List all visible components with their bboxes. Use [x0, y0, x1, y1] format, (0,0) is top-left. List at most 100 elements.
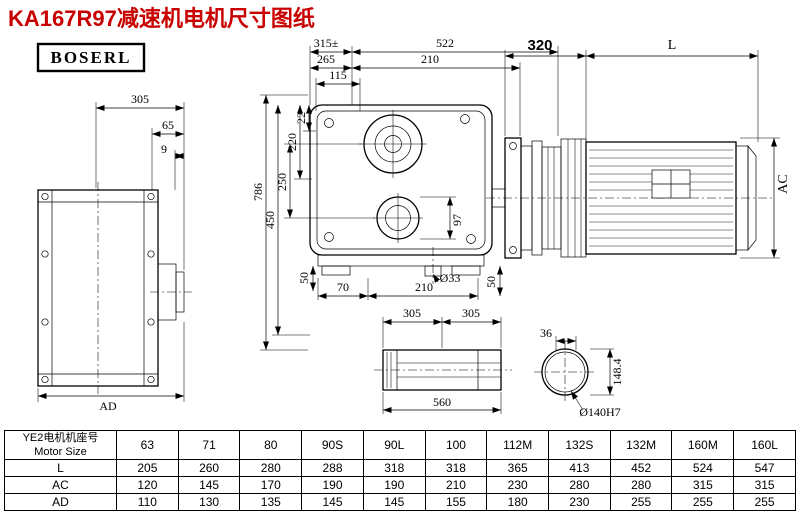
col-header: 112M — [486, 430, 550, 460]
row-label: AC — [4, 476, 117, 494]
shaft-view — [374, 341, 596, 403]
dim-shaft-148: 148.4 — [590, 348, 624, 396]
cell: 280 — [548, 476, 611, 494]
cell: 145 — [362, 493, 426, 511]
table-row-L: L 205 260 280 288 318 318 365 413 452 52… — [4, 459, 796, 477]
cell: 130 — [177, 493, 241, 511]
technical-drawing: BOSERL 305 65 9 — [36, 36, 791, 419]
cell: 145 — [301, 493, 364, 511]
col-header: 132M — [609, 430, 673, 460]
front-view — [309, 104, 493, 284]
dim-label-210-top: 210 — [421, 52, 439, 66]
dim-label-220: 220 — [285, 133, 299, 151]
dim-front-210-bottom: 210 — [368, 278, 479, 300]
cell: 210 — [424, 476, 488, 494]
dim-front-115: 115 — [315, 68, 361, 111]
dim-shaft-560: 560 — [382, 392, 502, 414]
cell: 260 — [177, 459, 241, 477]
dim-side-AD: AD — [37, 322, 185, 413]
dim-label-97: 97 — [450, 214, 464, 226]
dim-front-315: 315± — [309, 36, 353, 105]
cell: 135 — [239, 493, 303, 511]
dim-side-9: 9 — [161, 142, 184, 190]
dim-shaft-305-right: 305 — [442, 306, 502, 348]
dim-motor-L: L — [586, 38, 759, 142]
col-header: 132S — [548, 430, 611, 460]
table-header-row: YE2电机机座号 Motor Size 63 71 80 90S 90L 100… — [4, 430, 796, 460]
dim-label-33: Ø33 — [440, 271, 461, 285]
col-header: 160L — [733, 430, 796, 460]
cell: 318 — [424, 459, 488, 477]
dim-label-AD: AD — [99, 399, 117, 413]
motor-size-header-cn: YE2电机机座号 — [22, 432, 99, 444]
dim-motor-AC: AC — [740, 137, 791, 259]
row-label: L — [4, 459, 117, 477]
table-row-AC: AC 120 145 170 190 190 210 230 280 280 3… — [4, 476, 796, 494]
dim-label-AC: AC — [776, 174, 791, 193]
cell: 255 — [733, 493, 796, 511]
logo-box: BOSERL — [36, 42, 146, 73]
dim-front-97: 97 — [420, 196, 464, 240]
cell: 180 — [486, 493, 550, 511]
dim-side-65: 65 — [151, 118, 184, 190]
cell: 365 — [486, 459, 550, 477]
dim-label-210-bottom: 210 — [415, 280, 433, 294]
dim-front-786: 786 — [251, 94, 308, 351]
dim-shaft-140: Ø140H7 — [570, 390, 621, 419]
col-header: 160M — [671, 430, 735, 460]
motor-size-header-en: Motor Size — [34, 446, 87, 458]
logo-text: BOSERL — [51, 48, 132, 67]
dim-label-50-right: 50 — [484, 276, 498, 288]
dim-front-522: 522 — [352, 36, 559, 136]
dim-front-250: 250 — [275, 143, 375, 219]
dim-label-305-right: 305 — [462, 306, 480, 320]
motor-size-table: YE2电机机座号 Motor Size 63 71 80 90S 90L 100… — [4, 430, 796, 511]
dim-label-65: 65 — [162, 118, 174, 132]
dim-label-305: 305 — [131, 92, 149, 106]
dim-front-220: 220 — [285, 105, 312, 180]
cell: 547 — [733, 459, 796, 477]
dim-front-265: 265 — [310, 52, 352, 71]
dim-label-320: 320 — [527, 37, 552, 54]
dim-label-L: L — [668, 38, 677, 53]
cell: 524 — [671, 459, 735, 477]
cell: 280 — [239, 459, 303, 477]
cell: 315 — [733, 476, 796, 494]
dim-front-50-right: 50 — [484, 266, 503, 296]
dim-front-33: Ø33 — [432, 271, 461, 285]
col-header: 63 — [116, 430, 179, 460]
dim-label-522: 522 — [436, 36, 454, 50]
cell: 205 — [116, 459, 179, 477]
dim-front-450: 450 — [263, 105, 310, 336]
dim-label-450: 450 — [263, 211, 277, 229]
dim-front-70: 70 — [317, 278, 369, 300]
cell: 318 — [362, 459, 426, 477]
cell: 145 — [177, 476, 241, 494]
side-view — [37, 182, 192, 394]
cell: 413 — [548, 459, 611, 477]
cell: 230 — [486, 476, 550, 494]
cell: 155 — [424, 493, 488, 511]
motor-view — [486, 137, 772, 259]
dim-label-786: 786 — [251, 183, 265, 201]
dim-label-305-left: 305 — [403, 306, 421, 320]
dim-shaft-36: 36 — [540, 326, 577, 350]
dim-label-140: Ø140H7 — [579, 405, 620, 419]
dim-label-70: 70 — [337, 280, 349, 294]
dim-front-22: 22 — [294, 105, 316, 132]
cell: 190 — [362, 476, 426, 494]
cell: 170 — [239, 476, 303, 494]
dim-label-22: 22 — [294, 112, 308, 124]
col-header: 71 — [177, 430, 241, 460]
cell: 280 — [609, 476, 673, 494]
dim-motor-320: 320 — [504, 37, 587, 140]
dim-label-560: 560 — [433, 395, 451, 409]
dim-label-148: 148.4 — [610, 359, 624, 386]
dim-side-305: 305 — [95, 92, 185, 270]
cell: 288 — [301, 459, 364, 477]
cell: 255 — [671, 493, 735, 511]
col-header: 100 — [424, 430, 488, 460]
dim-label-50-left: 50 — [297, 272, 311, 284]
dim-label-9: 9 — [161, 142, 167, 156]
cell: 230 — [548, 493, 611, 511]
